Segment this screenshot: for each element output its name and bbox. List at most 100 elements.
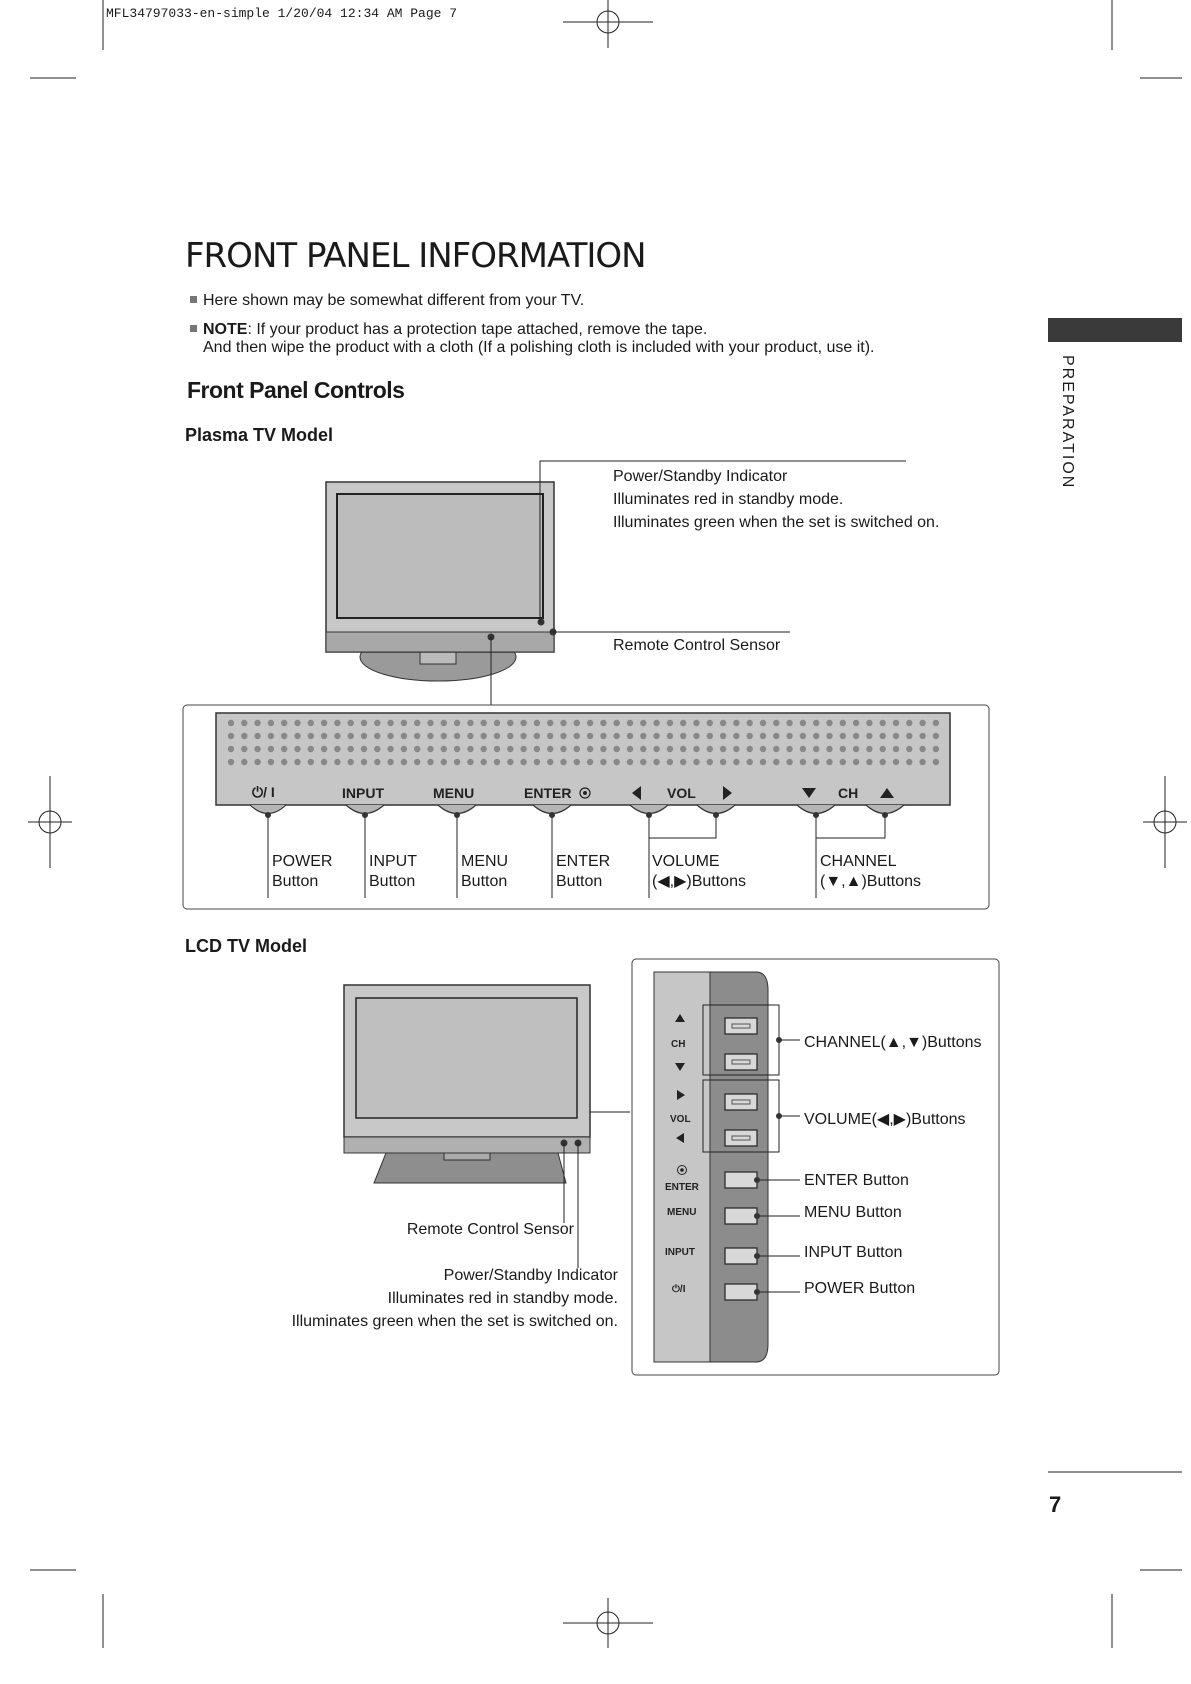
speaker-dot	[453, 719, 461, 727]
speaker-dot	[480, 732, 487, 740]
callout-volume: VOLUME(◀,▶)Buttons	[652, 852, 746, 892]
speaker-dot	[400, 732, 408, 740]
speaker-dot	[414, 758, 421, 766]
speaker-dot	[493, 732, 501, 740]
lcd-callout-input: INPUT Button	[804, 1244, 903, 1261]
lcd-menu-button[interactable]	[724, 1207, 758, 1225]
lcd-vol-up-button[interactable]	[724, 1093, 758, 1111]
speaker-dot	[547, 732, 554, 740]
speaker-dot	[547, 745, 554, 753]
note-2: NOTE: If your product has a protection t…	[190, 321, 707, 339]
speaker-dot	[613, 758, 620, 766]
speaker-dot	[254, 745, 261, 753]
speaker-dot	[706, 745, 713, 753]
speaker-dot	[387, 745, 394, 753]
speaker-dot	[374, 758, 381, 766]
speaker-dot	[267, 732, 275, 740]
lcd-panel-power-symbol: ⏻/I	[672, 1283, 686, 1295]
speaker-dot	[813, 745, 820, 753]
speaker-dot	[320, 732, 328, 740]
speaker-dot	[932, 758, 940, 766]
speaker-dot	[520, 719, 527, 727]
speaker-dot	[693, 732, 700, 740]
page-number: 7	[1049, 1492, 1062, 1517]
speaker-dot	[427, 745, 434, 753]
speaker-dot	[813, 719, 820, 727]
lcd-leader-lines	[563, 1111, 630, 1268]
speaker-dot	[600, 719, 607, 727]
speaker-dot	[267, 719, 275, 727]
callout-power-line-1: POWER	[272, 853, 333, 870]
side-tab-bar	[1048, 318, 1182, 342]
speaker-dot	[759, 758, 767, 766]
speaker-dot	[799, 732, 807, 740]
speaker-dot	[281, 758, 288, 766]
speaker-dot	[746, 745, 753, 753]
speaker-dot	[586, 732, 594, 740]
speaker-dot	[347, 732, 354, 740]
speaker-dot	[334, 745, 341, 753]
speaker-dot	[666, 719, 674, 727]
speaker-dot	[653, 732, 660, 740]
panel-enter-label: ENTER	[524, 785, 571, 801]
lcd-power-button[interactable]	[724, 1283, 758, 1301]
speaker-dot	[839, 719, 846, 727]
speaker-dot	[453, 758, 461, 766]
speaker-dot	[560, 758, 567, 766]
speaker-dot	[786, 758, 793, 766]
speaker-dot	[533, 732, 541, 740]
speaker-dot	[241, 758, 248, 766]
speaker-dot	[294, 745, 301, 753]
speaker-dot	[347, 758, 354, 766]
speaker-dot	[414, 719, 421, 727]
speaker-dot	[879, 732, 886, 740]
speaker-dot	[227, 745, 235, 753]
speaker-dot	[892, 732, 900, 740]
speaker-dot	[440, 745, 447, 753]
speaker-dot	[906, 732, 913, 740]
speaker-dot	[906, 758, 913, 766]
callout-power: POWER Button	[272, 852, 332, 892]
lcd-ch-up-button[interactable]	[724, 1017, 758, 1035]
speaker-dot	[919, 732, 926, 740]
lcd-input-button[interactable]	[724, 1247, 758, 1265]
speaker-dot	[360, 719, 368, 727]
speaker-dot	[573, 745, 580, 753]
speaker-dot	[826, 732, 833, 740]
lcd-panel-buttons	[724, 1017, 758, 1301]
speaker-dot	[254, 732, 261, 740]
callout-channel-line-1: CHANNEL	[820, 853, 897, 870]
lcd-ch-down-button[interactable]	[724, 1053, 758, 1071]
speaker-dot	[374, 732, 381, 740]
speaker-dot	[267, 758, 275, 766]
speaker-dot	[693, 719, 700, 727]
speaker-dot	[879, 758, 886, 766]
speaker-dot	[387, 758, 394, 766]
speaker-dot	[281, 745, 288, 753]
lcd-panel-labels: CH VOL ENTER MENU INPUT ⏻/I	[665, 1014, 700, 1295]
section-title: Front Panel Controls	[187, 377, 405, 403]
page-title: FRONT PANEL INFORMATION	[185, 236, 647, 276]
speaker-dot	[786, 732, 793, 740]
speaker-dot	[547, 719, 554, 727]
speaker-dot	[680, 719, 687, 727]
callout-power-line-2: Button	[272, 873, 319, 890]
speaker-dot	[440, 719, 447, 727]
speaker-dot	[892, 719, 900, 727]
speaker-dot	[507, 758, 514, 766]
speaker-dot	[852, 745, 860, 753]
speaker-dot	[533, 758, 541, 766]
lcd-vol-down-button[interactable]	[724, 1129, 758, 1147]
lcd-enter-button[interactable]	[724, 1171, 758, 1189]
speaker-dot	[347, 745, 354, 753]
speaker-dot	[507, 745, 514, 753]
speaker-dot	[387, 732, 394, 740]
speaker-dot	[906, 745, 913, 753]
speaker-dot	[746, 758, 753, 766]
speaker-dot	[334, 732, 341, 740]
speaker-dot	[600, 732, 607, 740]
speaker-dot	[573, 732, 580, 740]
speaker-dot	[320, 745, 328, 753]
speaker-dot	[866, 758, 873, 766]
